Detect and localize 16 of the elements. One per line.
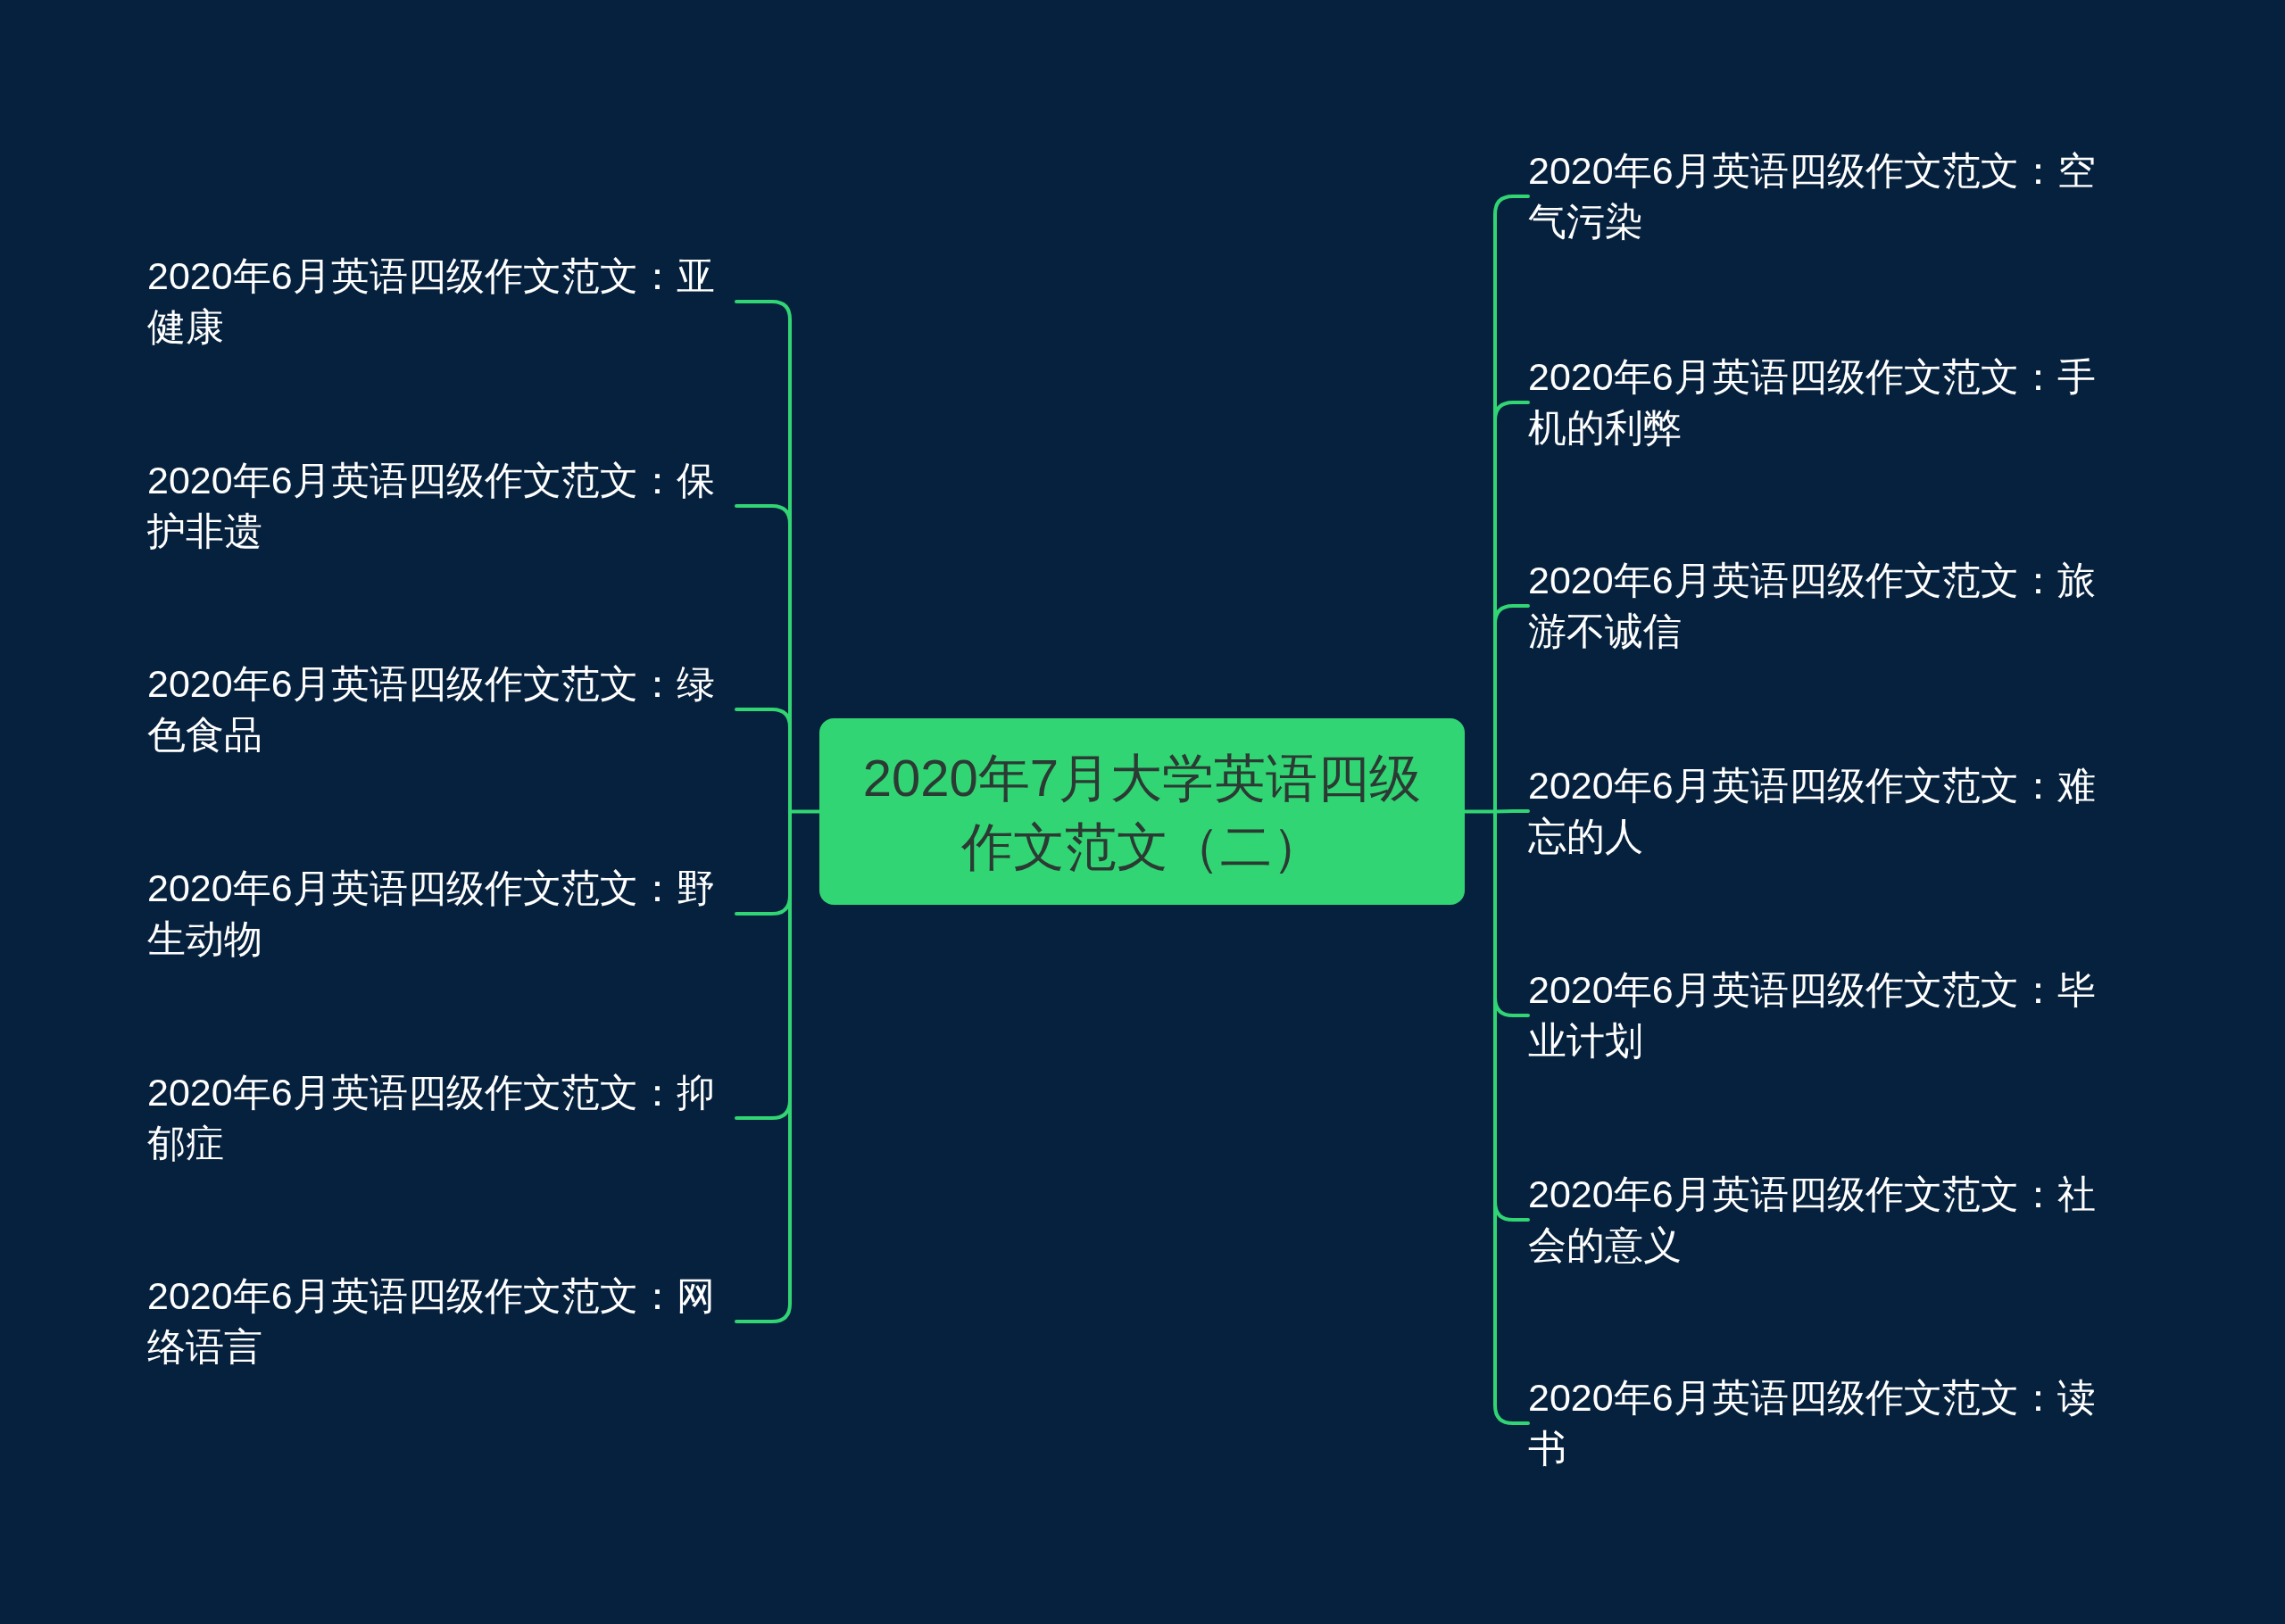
topic-text: 2020年6月英语四级作文范文：亚健康 [147, 251, 736, 352]
topic-text: 2020年6月英语四级作文范文：毕业计划 [1528, 965, 2117, 1066]
topic-text: 2020年6月英语四级作文范文：空气污染 [1528, 145, 2117, 247]
branch-line [1463, 195, 1530, 1425]
topic-text: 2020年6月英语四级作文范文：手机的利弊 [1528, 352, 2117, 453]
topic-text: 2020年6月英语四级作文范文：旅游不诚信 [1528, 555, 2117, 657]
topic-text: 2020年6月英语四级作文范文：读书 [1528, 1372, 2117, 1474]
topic-text: 2020年6月英语四级作文范文：社会的意义 [1528, 1169, 2117, 1271]
branch-line [735, 300, 821, 1323]
topic-text: 2020年6月英语四级作文范文：保护非遗 [147, 455, 736, 557]
topic-text: 2020年6月英语四级作文范文：难忘的人 [1528, 760, 2117, 862]
central-topic-box: 2020年7月大学英语四级作文范文（二） [819, 718, 1465, 905]
topic-text: 2020年6月英语四级作文范文：野生动物 [147, 863, 736, 965]
topic-text: 2020年6月英语四级作文范文：抑郁症 [147, 1067, 736, 1169]
topic-text: 2020年6月英语四级作文范文：网络语言 [147, 1271, 736, 1372]
topic-text: 2020年6月英语四级作文范文：绿色食品 [147, 659, 736, 760]
